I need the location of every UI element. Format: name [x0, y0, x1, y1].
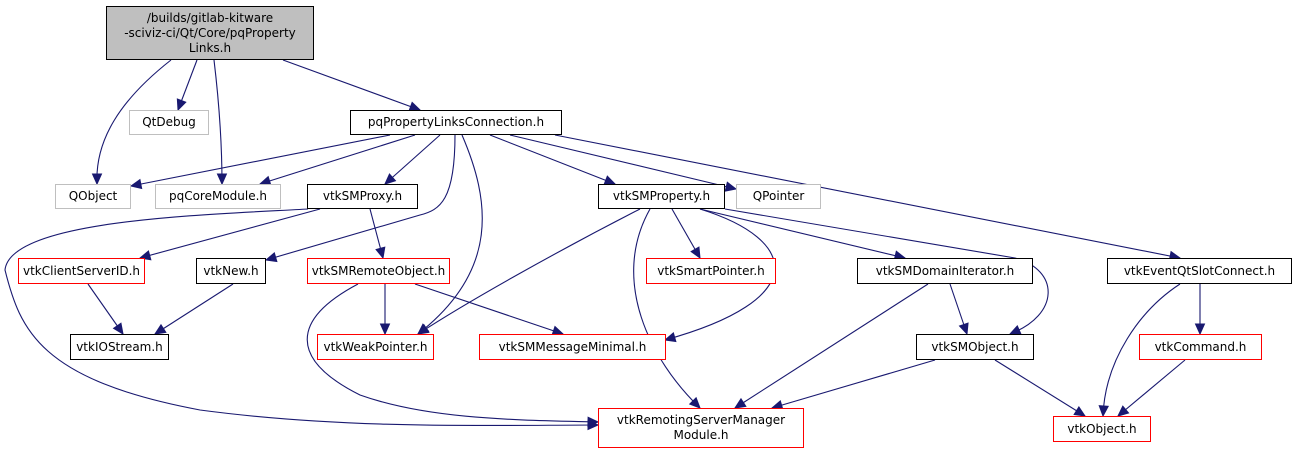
- node-vtkeventqtslotconnect[interactable]: vtkEventQtSlotConnect.h: [1107, 258, 1292, 284]
- edge-property-to-domainiter: [699, 208, 906, 259]
- arrowhead-domainiter-to-rsm: [733, 397, 747, 409]
- edge-property-to-rsm: [633, 208, 701, 409]
- edge-domainiter-to-rsm: [734, 283, 929, 409]
- node-vtkweakpointer[interactable]: vtkWeakPointer.h: [317, 334, 434, 360]
- node-vtksmremoteobject[interactable]: vtkSMRemoteObject.h: [307, 258, 450, 284]
- edge-root-to-pqcore: [213, 59, 223, 185]
- node-root-file[interactable]: /builds/gitlab-kitware -sciviz-ci/Qt/Cor…: [106, 6, 314, 60]
- arrowhead-vtknew-to-iostream: [153, 323, 167, 335]
- node-vtkremotingservermanagermodule[interactable]: vtkRemotingServerManager Module.h: [598, 408, 804, 448]
- edge-remote-to-msgmin: [414, 283, 564, 335]
- arrowhead-smobject-to-vtkobject: [1073, 405, 1087, 417]
- edge-conn-to-property: [489, 134, 616, 185]
- arrowhead-proxy-to-clientserver: [138, 250, 152, 261]
- arrowhead-property-to-smobject: [1008, 324, 1022, 335]
- node-pqpropertylinksconnection[interactable]: pqPropertyLinksConnection.h: [350, 110, 562, 135]
- arrowhead-remote-to-weakptr: [379, 323, 391, 336]
- edge-conn-to-eventqt: [554, 134, 1181, 259]
- arrowhead-domainiter-to-smobject: [958, 322, 969, 336]
- edge-proxy-to-rsm: [4, 208, 599, 427]
- node-vtksmdomainiterator[interactable]: vtkSMDomainIterator.h: [857, 258, 1033, 284]
- edge-root-to-conn: [282, 59, 421, 111]
- edge-conn-to-qobject: [130, 134, 391, 187]
- arrowhead-property-to-msgmin: [663, 332, 677, 343]
- node-vtksmproxy[interactable]: vtkSMProxy.h: [307, 184, 418, 209]
- node-vtksmproperty[interactable]: vtkSMProperty.h: [598, 184, 725, 209]
- node-qpointer[interactable]: QPointer: [736, 184, 821, 209]
- arrowhead-conn-to-qpointer: [724, 181, 738, 192]
- edge-command-to-vtkobject: [1117, 359, 1186, 417]
- arrowhead-root-to-qtdebug: [176, 98, 187, 112]
- arrowhead-eventqt-to-vtkobject: [1098, 405, 1110, 418]
- arrowhead-command-to-vtkobject: [1117, 405, 1130, 417]
- arrowhead-proxy-to-remote: [375, 246, 386, 260]
- node-vtkcommand[interactable]: vtkCommand.h: [1139, 334, 1262, 360]
- arrowhead-conn-to-qobject: [129, 178, 143, 190]
- arrowhead-remote-to-rsm: [587, 416, 600, 428]
- edge-conn-to-qpointer: [509, 134, 737, 190]
- edge-remote-to-rsm: [306, 283, 599, 423]
- node-pqcoremodule[interactable]: pqCoreModule.h: [155, 184, 281, 209]
- edge-eventqt-to-vtkobject: [1102, 283, 1181, 417]
- edge-vtknew-to-iostream: [154, 283, 234, 335]
- node-vtknew[interactable]: vtkNew.h: [196, 258, 266, 284]
- edge-conn-to-proxy: [384, 134, 441, 185]
- edge-conn-to-weakptr: [417, 134, 483, 335]
- arrowhead-eventqt-to-command: [1194, 323, 1206, 336]
- node-qobject[interactable]: QObject: [55, 184, 131, 209]
- edge-property-to-weakptr: [417, 208, 641, 335]
- node-vtksmartpointer[interactable]: vtkSmartPointer.h: [646, 258, 776, 284]
- edge-conn-to-vtknew: [265, 134, 456, 261]
- arrowhead-property-to-rsm: [688, 396, 701, 409]
- arrowhead-property-to-weakptr: [416, 323, 430, 335]
- arrowhead-conn-to-vtknew: [264, 251, 278, 263]
- edge-conn-to-pqcore: [259, 134, 416, 185]
- arrowhead-root-to-pqcore: [216, 173, 228, 186]
- node-vtkiostream[interactable]: vtkIOStream.h: [70, 334, 169, 360]
- arrowhead-property-to-smartptr: [690, 246, 701, 260]
- arrowhead-clientserver-to-iostream: [112, 322, 124, 335]
- edge-smobject-to-rsm: [771, 359, 936, 409]
- node-vtksmobject[interactable]: vtkSMObject.h: [916, 334, 1034, 360]
- arrowhead-root-to-qobject: [91, 173, 103, 186]
- edge-proxy-to-clientserver: [139, 208, 321, 259]
- node-vtksmmessageminimal[interactable]: vtkSMMessageMinimal.h: [479, 334, 666, 360]
- arrowhead-conn-to-proxy: [384, 173, 397, 185]
- edge-root-to-qobject: [96, 59, 172, 185]
- node-vtkclientserverid[interactable]: vtkClientServerID.h: [18, 258, 145, 284]
- edge-smobject-to-vtkobject: [994, 359, 1086, 417]
- node-qtdebug[interactable]: QtDebug: [129, 110, 209, 135]
- node-vtkobject[interactable]: vtkObject.h: [1053, 416, 1151, 442]
